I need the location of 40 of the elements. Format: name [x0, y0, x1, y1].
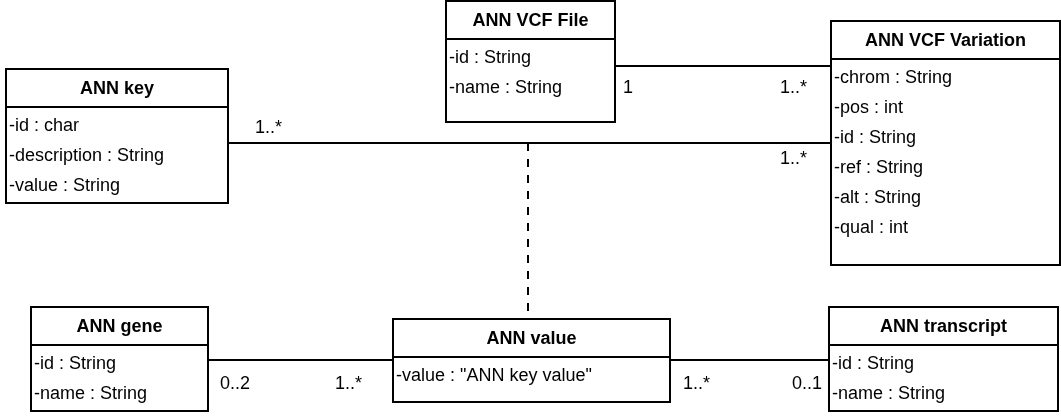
multiplicity-label: 1..*: [255, 116, 283, 138]
attribute-text: -name : String: [34, 382, 148, 404]
association-line: [670, 359, 829, 361]
attribute-text: -id : String: [832, 352, 915, 374]
attribute-text: -pos : int: [834, 96, 904, 118]
attribute-text: -value : String: [9, 174, 121, 196]
multiplicity-label: 1..*: [780, 147, 808, 169]
multiplicity-label: 0..2: [220, 372, 251, 394]
class-box: [445, 0, 616, 123]
class-name: ANN key: [80, 77, 154, 99]
association-line: [208, 359, 393, 361]
attribute-text: -ref : String: [834, 156, 924, 178]
attribute-text: -id : String: [34, 352, 117, 374]
class-box: [828, 306, 1059, 412]
class-box: [30, 306, 209, 412]
multiplicity-label: 1..*: [683, 372, 711, 394]
attribute-text: -id : String: [449, 46, 532, 68]
attribute-text: -name : String: [449, 76, 563, 98]
attribute-text: -id : char: [9, 114, 80, 136]
attribute-text: -value : "ANN key value": [396, 364, 592, 386]
multiplicity-label: 1..*: [335, 372, 363, 394]
class-name: ANN VCF Variation: [865, 29, 1026, 51]
class-name: ANN VCF File: [472, 9, 589, 31]
attribute-text: -name : String: [832, 382, 946, 404]
association-line: [615, 65, 831, 67]
class-box: [392, 318, 671, 403]
class-name: ANN transcript: [880, 315, 1007, 337]
class-box: [5, 68, 229, 204]
attribute-text: -chrom : String: [834, 66, 953, 88]
class-box: [830, 20, 1061, 266]
attribute-text: -alt : String: [834, 186, 922, 208]
attribute-text: -description : String: [9, 144, 165, 166]
class-name: ANN value: [486, 327, 577, 349]
multiplicity-label: 1: [623, 76, 633, 98]
multiplicity-label: 1..*: [780, 76, 808, 98]
attribute-text: -id : String: [834, 126, 917, 148]
association-line: [228, 142, 831, 144]
attribute-text: -qual : int: [834, 216, 909, 238]
class-name: ANN gene: [76, 315, 163, 337]
multiplicity-label: 0..1: [792, 372, 823, 394]
